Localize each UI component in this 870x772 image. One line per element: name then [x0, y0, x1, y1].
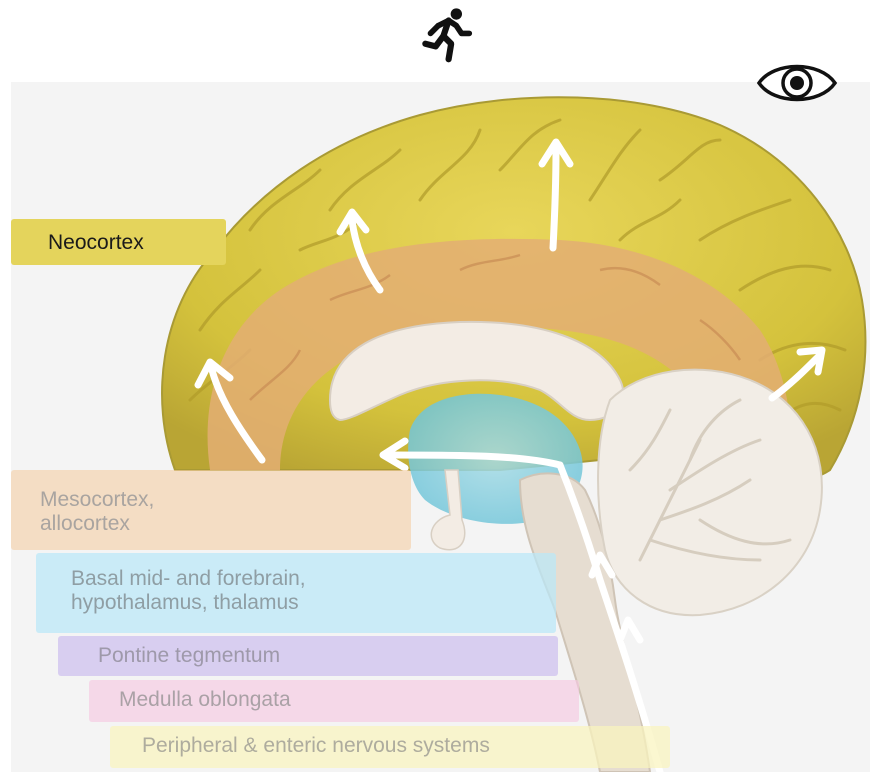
- neocortex-label: Neocortex: [11, 219, 226, 265]
- mesocortex-label-line1: Mesocortex,: [40, 488, 411, 512]
- mesocortex-label: Mesocortex, allocortex: [11, 470, 411, 550]
- basal-label-line1: Basal mid- and forebrain,: [71, 567, 556, 591]
- basal-forebrain-label: Basal mid- and forebrain, hypothalamus, …: [36, 553, 556, 633]
- peripheral-nervous-systems-label: Peripheral & enteric nervous systems: [110, 726, 670, 768]
- basal-label-line2: hypothalamus, thalamus: [71, 591, 556, 615]
- peripheral-label-text: Peripheral & enteric nervous systems: [142, 734, 670, 758]
- pontine-tegmentum-label: Pontine tegmentum: [58, 636, 558, 676]
- running-person-icon: [415, 5, 477, 67]
- pontine-label-text: Pontine tegmentum: [98, 644, 558, 668]
- eye-icon: [756, 55, 838, 111]
- medulla-label-text: Medulla oblongata: [119, 688, 579, 712]
- medulla-oblongata-label: Medulla oblongata: [89, 680, 579, 722]
- mesocortex-label-line2: allocortex: [40, 512, 411, 536]
- neocortex-label-text: Neocortex: [48, 231, 226, 255]
- cerebellum: [598, 370, 822, 616]
